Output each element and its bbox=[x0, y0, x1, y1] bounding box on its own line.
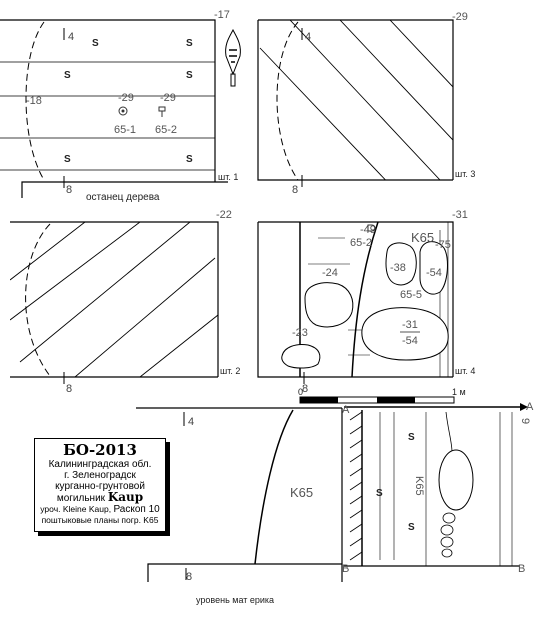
plan-layer-3: 4 8 -29 шт. 3 bbox=[257, 11, 475, 196]
row-label-bottom: 8 bbox=[292, 184, 298, 196]
sand-symbol: S bbox=[408, 432, 415, 443]
find-label-65-1: 65-1 bbox=[114, 124, 136, 136]
row-label-bottom: 8 bbox=[66, 184, 72, 196]
plan-layer-2: 8 -22 шт. 2 bbox=[10, 209, 240, 395]
sand-symbol: S bbox=[186, 70, 193, 81]
title-block: БО-2013 Калининградская обл. г. Зеленогр… bbox=[34, 438, 166, 532]
sand-symbol: S bbox=[408, 522, 415, 533]
depth-label: -18 bbox=[26, 95, 42, 107]
point-depth-a: -29 bbox=[118, 92, 134, 104]
excavation-number: Раскоп 10 bbox=[113, 504, 160, 515]
region-line: Калининградская обл. bbox=[48, 459, 152, 470]
find-label-65-5: 65-5 bbox=[400, 289, 422, 301]
tree-remnant-note: останец дерева bbox=[86, 192, 160, 203]
row-label-bottom: 8 bbox=[186, 571, 192, 583]
grave-label-rotated: K65 bbox=[413, 476, 425, 496]
depth-label: -29 bbox=[452, 11, 468, 23]
sand-symbol: S bbox=[376, 488, 383, 499]
depth-label: -23 bbox=[292, 327, 308, 339]
section-point-a-right: A bbox=[526, 401, 534, 413]
scale-unit-label: 1 м bbox=[452, 387, 466, 397]
layer-label: шт. 3 bbox=[455, 169, 475, 179]
cemetery-line: могильник Kaup bbox=[35, 490, 165, 504]
layer-label: шт. 4 bbox=[455, 366, 475, 376]
plan-layer-4: -49 65-2 K65 -75 -38 -54 65-5 -24 -23 -3… bbox=[257, 209, 475, 404]
grave-label: K65 bbox=[290, 485, 313, 500]
point-depth-b: -29 bbox=[160, 92, 176, 104]
tract-line: уроч. Kleine Kaup, Раскоп 10 bbox=[35, 504, 165, 515]
row-number-label: 9 bbox=[519, 418, 531, 424]
depth-label: -38 bbox=[390, 262, 406, 274]
project-code: БО-2013 bbox=[63, 441, 137, 459]
find-label-65-2: 65-2 bbox=[350, 237, 372, 249]
depth-label: -31 bbox=[452, 209, 468, 221]
scale-zero-label: 0 bbox=[298, 387, 303, 397]
sand-symbol: S bbox=[186, 38, 193, 49]
layer-label: шт. 2 bbox=[220, 366, 240, 376]
section-point-a-left: A bbox=[342, 404, 350, 416]
find-label-65-2: 65-2 bbox=[155, 124, 177, 136]
cemetery-prefix: могильник bbox=[56, 493, 106, 504]
grave-label: K65 bbox=[411, 230, 434, 245]
row-label-top: 4 bbox=[305, 31, 311, 43]
scale-bar: 0 1 м bbox=[298, 387, 466, 404]
row-label-top: 4 bbox=[188, 416, 194, 428]
cemetery-name: Kaup bbox=[107, 490, 144, 504]
section-point-b-right: B bbox=[518, 563, 525, 575]
bedrock-level-caption: уровень мат ерика bbox=[196, 595, 274, 605]
depth-label: -17 bbox=[214, 9, 230, 21]
depth-label: -31 bbox=[402, 319, 418, 331]
arrowhead-find-icon bbox=[225, 28, 241, 87]
town-line: г. Зеленоградск bbox=[64, 470, 136, 481]
section-point-b-left: B bbox=[342, 563, 349, 575]
plan-section-bottom: 4 8 K65 уровень мат ерика bbox=[136, 407, 343, 605]
depth-label: -54 bbox=[426, 267, 442, 279]
sand-symbol: S bbox=[64, 70, 71, 81]
subtitle-line: поштыковые планы погр. K65 bbox=[41, 515, 159, 525]
type-line: курганно-грунтовой bbox=[55, 481, 145, 492]
depth-label: -75 bbox=[435, 239, 451, 251]
row-label-bottom: 8 bbox=[66, 383, 72, 395]
sand-symbol: S bbox=[92, 38, 99, 49]
depth-label: -22 bbox=[216, 209, 232, 221]
row-label-top: 4 bbox=[68, 31, 74, 43]
layer-label: шт. 1 bbox=[218, 172, 238, 182]
depth-label: -54 bbox=[402, 335, 418, 347]
plan-layer-1: 4 8 -17 -18 -29 -29 65-1 65-2 шт. 1 оста… bbox=[0, 9, 241, 203]
tract-name: уроч. Kleine Kaup, bbox=[40, 504, 112, 514]
cross-section-ab: A A B B 9 K65 S S S bbox=[342, 401, 534, 575]
sand-symbol: S bbox=[186, 154, 193, 165]
sand-symbol: S bbox=[64, 154, 71, 165]
row-label-bottom: 8 bbox=[302, 383, 308, 395]
depth-label: -24 bbox=[322, 267, 338, 279]
